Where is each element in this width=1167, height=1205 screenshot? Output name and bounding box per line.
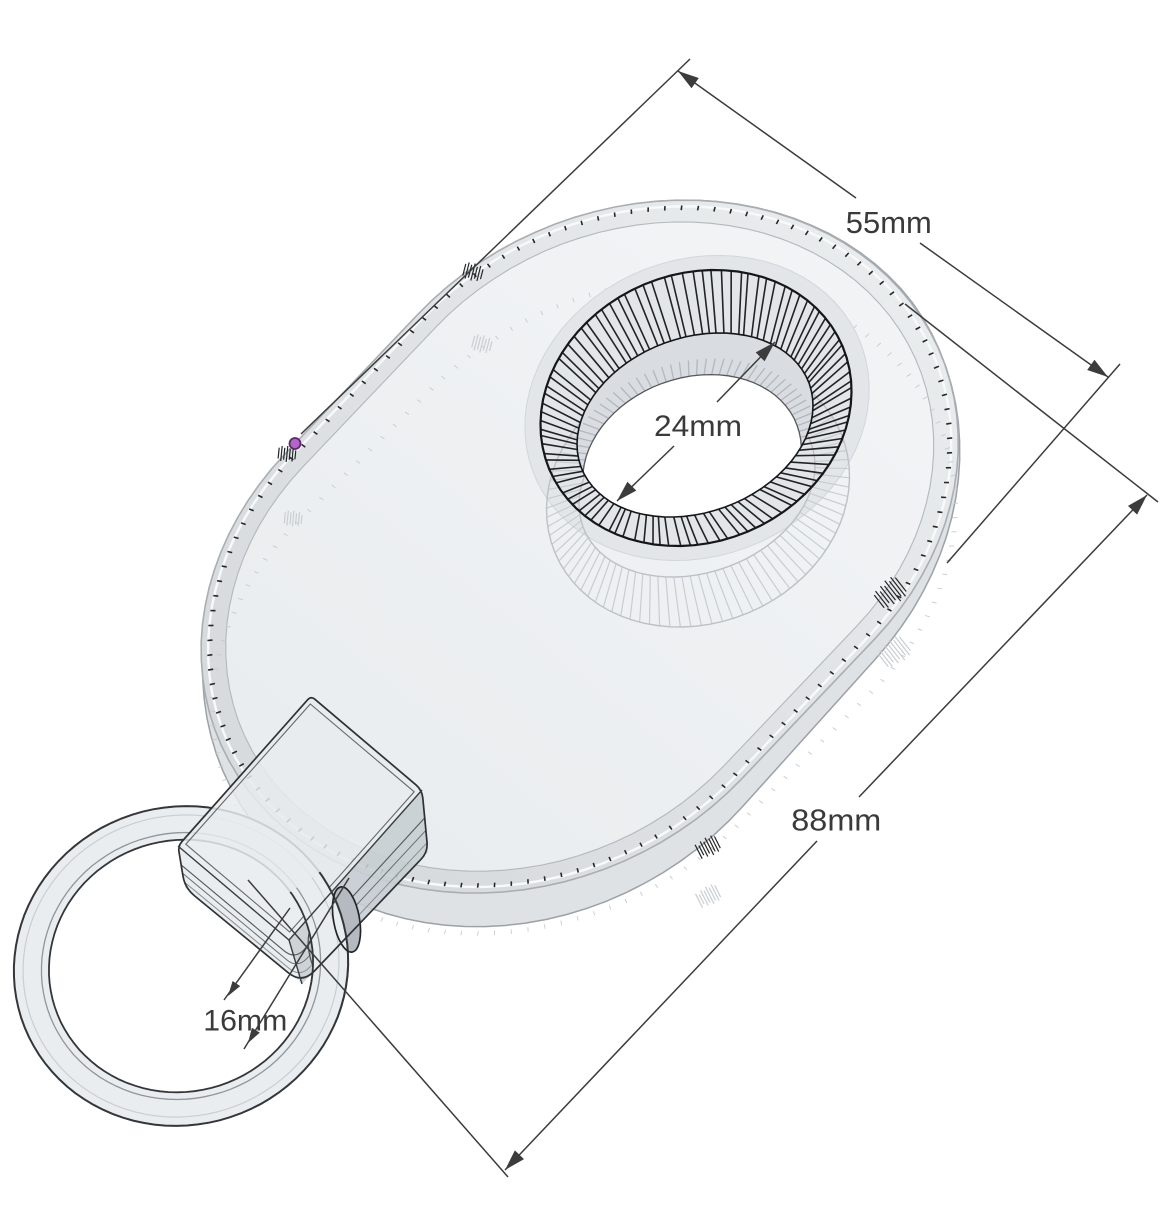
svg-text:16mm: 16mm bbox=[203, 1005, 287, 1038]
svg-text:55mm: 55mm bbox=[846, 206, 932, 240]
svg-text:88mm: 88mm bbox=[791, 804, 881, 838]
svg-text:24mm: 24mm bbox=[654, 410, 742, 443]
